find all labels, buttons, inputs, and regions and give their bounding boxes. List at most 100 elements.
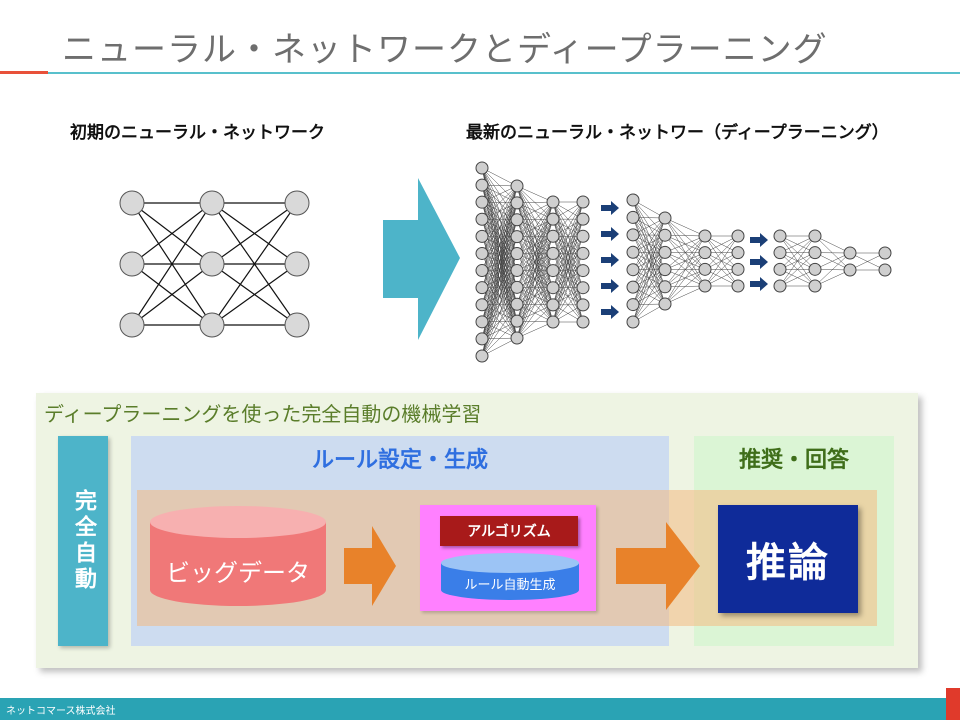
- rule-generation-cylinder: ルール自動生成: [441, 553, 579, 600]
- network-link: [704, 235, 739, 287]
- network-link: [516, 201, 554, 254]
- network-node: [119, 190, 145, 216]
- big-data-label: ビッグデータ: [166, 559, 310, 587]
- ml-panel-title: ディープラーニングを使った完全自動の機械学習: [44, 402, 482, 426]
- network-link: [516, 304, 554, 339]
- network-node: [510, 230, 524, 244]
- network-node: [843, 246, 857, 260]
- network-link: [664, 235, 706, 305]
- network-link: [516, 219, 554, 339]
- network-node: [658, 297, 672, 311]
- network-link: [664, 252, 706, 305]
- network-link: [516, 201, 554, 322]
- network-link: [481, 304, 518, 357]
- network-node: [546, 264, 560, 278]
- network-node: [546, 298, 560, 312]
- network-diagrams: [119, 161, 892, 363]
- network-link: [664, 235, 706, 270]
- rule-section-title: ルール設定・生成: [311, 448, 488, 473]
- network-link: [516, 270, 554, 339]
- network-link: [552, 201, 584, 271]
- network-node: [731, 262, 745, 276]
- network-node: [546, 315, 560, 329]
- network-node: [284, 251, 310, 277]
- network-link: [664, 217, 706, 237]
- network-node: [546, 195, 560, 209]
- network-link: [481, 185, 518, 357]
- network-link: [664, 252, 706, 287]
- network-node: [658, 280, 672, 294]
- network-link: [664, 269, 706, 305]
- network-node: [199, 312, 225, 338]
- network-link: [481, 185, 518, 322]
- layer-arrows: [601, 201, 768, 319]
- network-node: [658, 211, 672, 225]
- network-link: [516, 201, 554, 221]
- network-link: [481, 185, 518, 237]
- network-node: [475, 161, 489, 175]
- network-node: [878, 246, 892, 260]
- network-node: [808, 246, 822, 260]
- inference-box: 推論: [718, 505, 858, 613]
- network-link: [211, 202, 298, 265]
- network-node: [576, 264, 590, 278]
- network-link: [552, 201, 584, 237]
- network-node: [546, 281, 560, 295]
- network-node: [731, 279, 745, 293]
- full-auto-label: 完全自動: [71, 489, 96, 593]
- network-node: [773, 279, 787, 293]
- network-link: [516, 201, 554, 288]
- network-link: [704, 235, 739, 270]
- network-node: [626, 298, 640, 312]
- footer-company: ネットコマース株式会社: [6, 706, 116, 717]
- network-link: [516, 253, 554, 339]
- network-node: [199, 251, 225, 277]
- network-node: [475, 195, 489, 209]
- network-node: [475, 246, 489, 260]
- network-node: [731, 229, 745, 243]
- network-node: [475, 229, 489, 243]
- network-node: [731, 246, 745, 260]
- network-node: [773, 262, 787, 276]
- network-node: [199, 190, 225, 216]
- network-link: [632, 217, 666, 288]
- network-node: [808, 262, 822, 276]
- network-node: [475, 315, 489, 329]
- network-node: [475, 281, 489, 295]
- network-node: [626, 193, 640, 207]
- network-node: [626, 263, 640, 277]
- network-node: [698, 229, 712, 243]
- network-node: [773, 229, 787, 243]
- layer-arrow: [750, 277, 768, 291]
- network-node: [626, 245, 640, 259]
- network-node: [510, 263, 524, 277]
- network-link: [664, 234, 706, 237]
- network-node: [475, 212, 489, 226]
- footer-accent: [946, 688, 960, 720]
- network-node: [843, 263, 857, 277]
- rule-generation-label: ルール自動生成: [464, 578, 555, 593]
- arrow-to-algorithm: [344, 526, 396, 606]
- layer-arrow: [601, 253, 619, 267]
- network-link: [552, 253, 584, 323]
- network-link: [211, 202, 298, 326]
- network-link: [211, 263, 298, 326]
- network-link: [481, 337, 518, 357]
- network-node: [698, 246, 712, 260]
- network-link: [664, 235, 706, 270]
- network-link: [779, 235, 816, 270]
- network-node: [576, 281, 590, 295]
- network-link: [552, 270, 584, 323]
- network-node: [510, 196, 524, 210]
- network-node: [626, 210, 640, 224]
- network-node: [698, 279, 712, 293]
- network-node: [658, 245, 672, 259]
- title-underline: [0, 72, 960, 74]
- network-node: [475, 178, 489, 192]
- network-link: [481, 185, 518, 220]
- network-link: [516, 201, 554, 271]
- network-node: [510, 247, 524, 261]
- network-link: [131, 202, 213, 326]
- title-underline-accent: [0, 71, 48, 74]
